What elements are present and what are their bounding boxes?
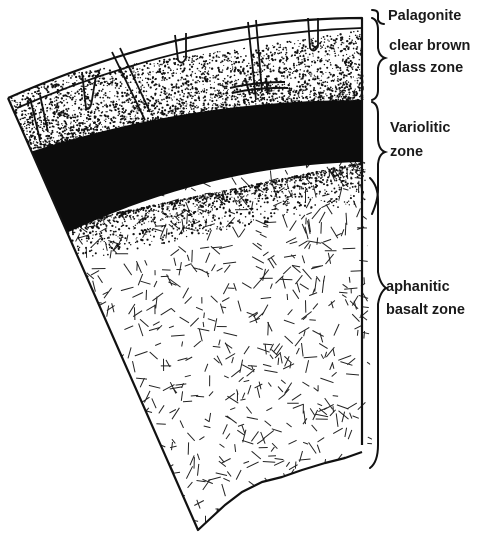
label-variolitic-line2: zone <box>390 144 423 160</box>
bracket-palagonite <box>372 10 384 24</box>
zone-labels: Palagonite clear brown glass zone Variol… <box>386 8 470 318</box>
bracket-basalt <box>370 178 386 468</box>
variolitic-dark-band <box>30 100 362 235</box>
label-glass-line1: clear brown <box>389 38 470 54</box>
rock-section-fill <box>9 30 378 533</box>
label-basalt-line1: aphanitic <box>386 279 450 295</box>
label-variolitic-line1: Variolitic <box>390 120 450 136</box>
zone-brackets <box>370 10 386 468</box>
label-glass-line2: glass zone <box>389 60 463 76</box>
label-basalt-line2: basalt zone <box>386 302 465 318</box>
sector-outline <box>8 18 362 530</box>
bracket-glass <box>372 18 385 100</box>
label-palagonite: Palagonite <box>388 8 461 24</box>
